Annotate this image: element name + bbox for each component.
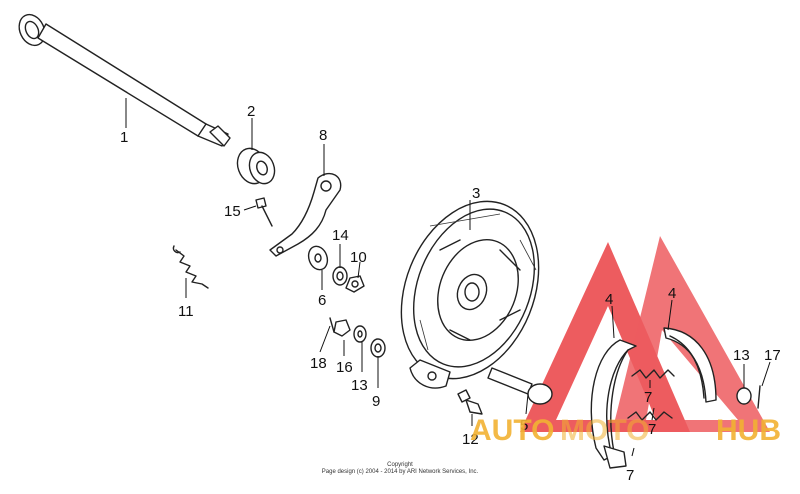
callout-7c: 7 — [626, 467, 634, 484]
callout-labels: 1 2 3 4 4 5 6 7 7 7 8 9 10 11 12 13 13 1… — [120, 103, 781, 484]
part-brake-shoe-right — [663, 327, 717, 403]
part-collar — [236, 147, 276, 185]
part-brake-arm — [269, 172, 342, 257]
callout-8: 8 — [319, 127, 327, 144]
part-washers — [307, 245, 365, 293]
callout-2: 2 — [247, 103, 255, 120]
callout-4b: 4 — [668, 285, 676, 302]
copyright-line2: Page design (c) 2004 - 2014 by ARI Netwo… — [322, 469, 479, 475]
callout-11: 11 — [178, 303, 194, 320]
part-brake-shoe-left — [590, 339, 637, 469]
callout-13a: 13 — [351, 377, 368, 394]
watermark-hub: HUB — [716, 414, 781, 447]
callout-1: 1 — [120, 129, 128, 146]
callout-14: 14 — [332, 227, 349, 244]
part-axle — [18, 13, 231, 147]
callout-6: 6 — [318, 292, 326, 309]
watermark-text: AUTO MOTO HUB — [470, 414, 781, 447]
copyright-line1: Copyright — [387, 462, 413, 468]
watermark-auto: AUTO — [470, 414, 554, 447]
callout-15: 15 — [224, 203, 241, 220]
part-brake-panel — [400, 200, 540, 389]
callout-5: 5 — [520, 417, 528, 434]
part-small-hardware — [329, 317, 386, 358]
copyright-notice: Copyright Page design (c) 2004 - 2014 by… — [322, 462, 479, 475]
leader-lines — [125, 98, 771, 457]
watermark-triangle-right — [612, 236, 770, 432]
part-shoe-springs — [627, 369, 675, 421]
callout-18: 18 — [310, 355, 327, 372]
callout-13b: 13 — [733, 347, 750, 364]
part-right-hardware — [736, 385, 761, 409]
callout-3: 3 — [472, 185, 480, 202]
callout-12: 12 — [462, 431, 479, 448]
callout-10: 10 — [350, 249, 367, 266]
part-spring — [172, 245, 209, 289]
callout-4a: 4 — [605, 291, 613, 308]
callout-17: 17 — [764, 347, 781, 364]
part-brake-cam — [487, 367, 553, 405]
watermark-logo — [520, 236, 770, 432]
callout-16: 16 — [336, 359, 353, 376]
callout-9: 9 — [372, 393, 380, 410]
callout-7a: 7 — [644, 389, 652, 406]
part-bolt-12 — [457, 389, 483, 415]
part-bolt-15 — [255, 197, 273, 227]
callout-7b: 7 — [648, 421, 656, 438]
watermark-moto: MOTO — [560, 414, 649, 447]
